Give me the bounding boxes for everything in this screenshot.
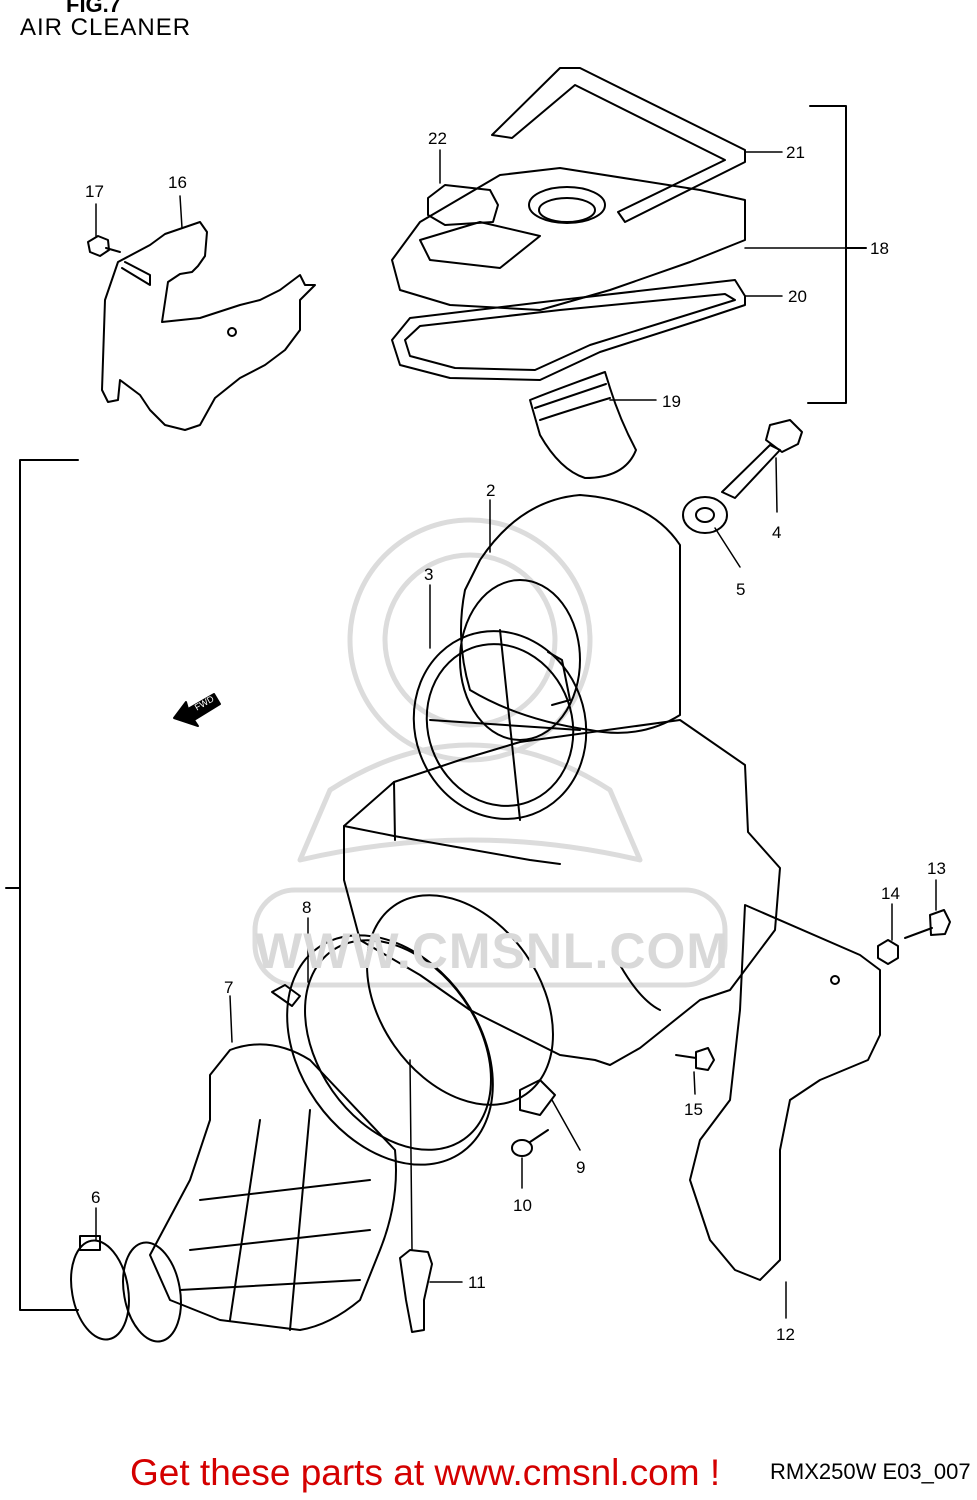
part-18-filter-element — [392, 168, 745, 310]
part-3-filter-frame — [388, 607, 613, 844]
part-22-cap — [428, 185, 498, 225]
callout-8[interactable]: 8 — [302, 898, 312, 917]
callout-10[interactable]: 10 — [513, 1196, 532, 1215]
part-11-grommet — [400, 1250, 432, 1332]
callout-4[interactable]: 4 — [772, 523, 782, 542]
callout-15[interactable]: 15 — [684, 1100, 703, 1119]
part-14-nut — [878, 940, 898, 964]
callout-9[interactable]: 9 — [576, 1158, 586, 1177]
part-12-side-cover — [690, 905, 880, 1280]
part-4-wing-bolt — [722, 420, 802, 498]
callout-19[interactable]: 19 — [662, 392, 681, 411]
watermark-logo — [255, 520, 725, 985]
callout-22[interactable]: 22 — [428, 129, 447, 148]
bracket-group-18 — [808, 106, 866, 403]
part-10-screw — [512, 1130, 548, 1156]
arrow-left-icon — [174, 694, 220, 726]
part-7-intake-boot — [150, 1044, 396, 1330]
part-6-hose-clamp — [64, 1236, 189, 1346]
callout-16[interactable]: 16 — [168, 173, 187, 192]
part-5-washer — [683, 497, 727, 533]
leader-lines — [96, 150, 936, 1318]
part-19-tube — [530, 372, 636, 478]
callout-18[interactable]: 18 — [870, 239, 889, 258]
part-2-foam-filter — [460, 495, 680, 740]
callout-7[interactable]: 7 — [224, 978, 234, 997]
callout-12[interactable]: 12 — [776, 1325, 795, 1344]
callout-11[interactable]: 11 — [468, 1273, 486, 1292]
part-20-gasket — [392, 280, 745, 380]
callout-3[interactable]: 3 — [424, 565, 434, 584]
figure-title: AIR CLEANER — [20, 14, 192, 41]
part-8-clamp-ring — [245, 896, 536, 1204]
callout-21[interactable]: 21 — [786, 143, 805, 162]
part-21-filter-cage — [492, 68, 745, 222]
figure-number: FIG.7 — [66, 0, 122, 17]
watermark-text: WWW.CMSNL.COM — [255, 923, 730, 979]
callout-17[interactable]: 17 — [85, 182, 104, 201]
part-9-flange — [329, 860, 592, 1140]
callout-14[interactable]: 14 — [881, 884, 900, 903]
callout-2[interactable]: 2 — [486, 481, 496, 500]
part-15-bolt — [676, 1048, 714, 1070]
promo-link[interactable]: Get these parts at www.cmsnl.com ! — [130, 1452, 721, 1493]
part-1-air-box — [344, 720, 780, 1065]
part-16-bracket — [102, 222, 315, 430]
figure-code: RMX250W E03_007 — [770, 1459, 971, 1484]
callout-20[interactable]: 20 — [788, 287, 807, 306]
part-17-bolt — [88, 236, 120, 256]
bracket-group-1 — [6, 460, 78, 1310]
part-13-bolt — [905, 910, 950, 938]
callout-5[interactable]: 5 — [736, 580, 746, 599]
callout-6[interactable]: 6 — [91, 1188, 101, 1207]
callout-13[interactable]: 13 — [927, 859, 946, 878]
